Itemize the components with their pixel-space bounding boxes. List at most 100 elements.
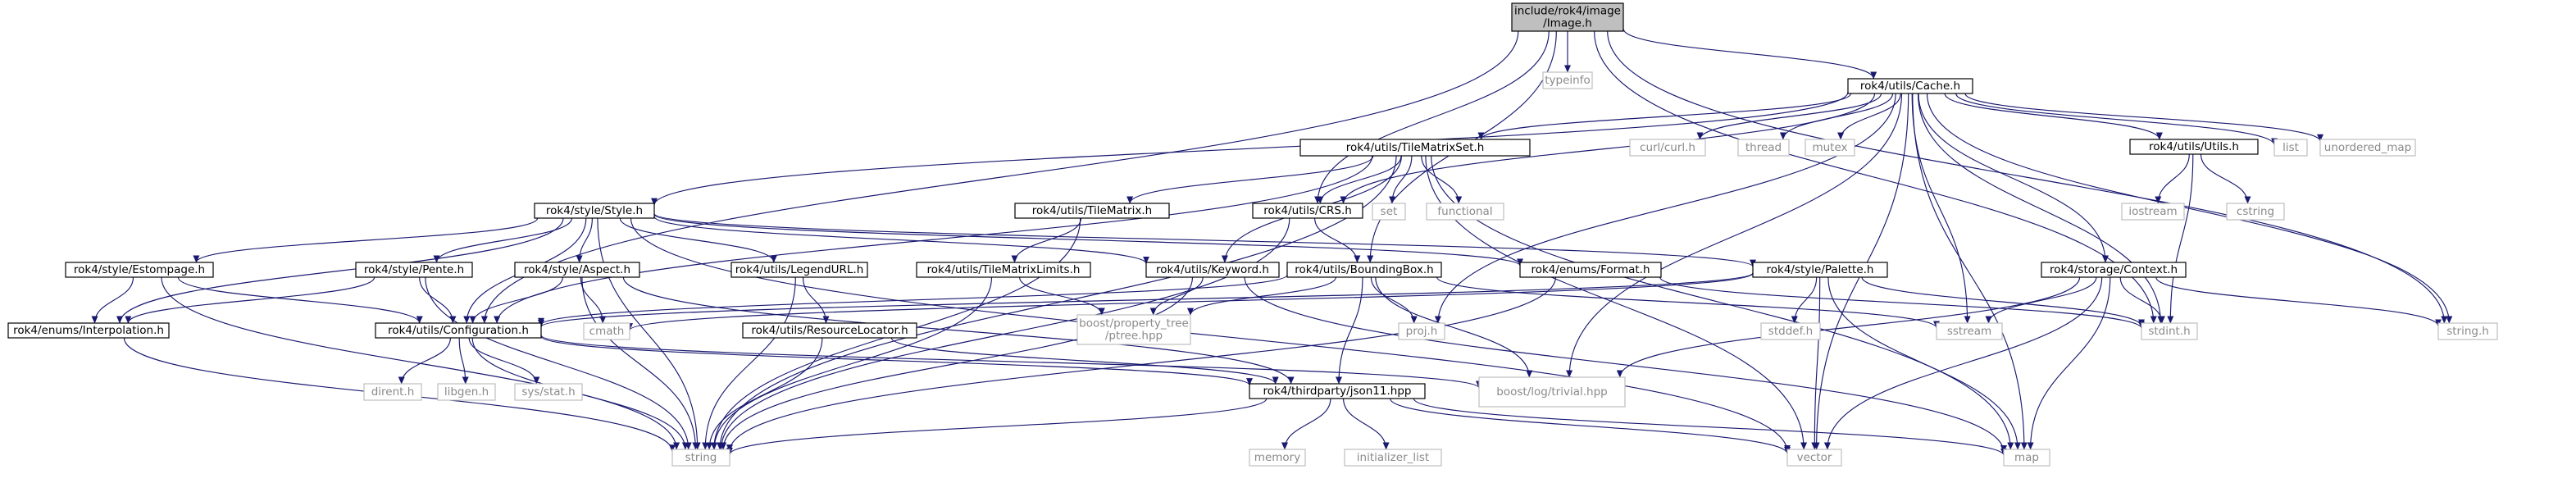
node-umap: unordered_map <box>2319 139 2416 157</box>
node-label-stddef: stddef.h <box>1768 325 1813 338</box>
node-box-aspect <box>514 262 640 278</box>
edge-bbox-to-projh <box>1370 276 1418 324</box>
edge-cache-to-thread <box>1779 93 1894 140</box>
edge-cache-to-mutex <box>1837 93 1901 140</box>
node-box-dirent <box>363 383 422 401</box>
node-map: map <box>2003 449 2050 467</box>
node-label-typeinfo: typeinfo <box>1545 74 1590 87</box>
edge-tilematrix-to-tmlimits <box>1011 217 1082 263</box>
node-box-interp <box>7 322 170 339</box>
edge-image-to-stringh <box>1607 30 2448 324</box>
node-label-dirent: dirent.h <box>371 385 415 399</box>
node-bbox[interactable]: rok4/utils/BoundingBox.h <box>1286 262 1442 278</box>
node-label-tmlimits: rok4/utils/TileMatrixLimits.h <box>927 263 1081 276</box>
edge-style-to-legend <box>619 217 777 263</box>
edge-tms-to-set <box>1389 155 1413 204</box>
node-box-ptree <box>1076 314 1191 345</box>
edge-cache-to-context <box>1918 93 2109 263</box>
node-tms[interactable]: rok4/utils/TileMatrixSet.h <box>1299 139 1531 157</box>
node-palette[interactable]: rok4/style/Palette.h <box>1752 262 1888 278</box>
node-memory: memory <box>1249 449 1306 467</box>
edge-cache-to-utils <box>1944 93 2163 140</box>
node-tmlimits[interactable]: rok4/utils/TileMatrixLimits.h <box>916 262 1091 278</box>
node-cstring: cstring <box>2226 203 2285 221</box>
edges-layer <box>91 28 2453 456</box>
node-box-tilematrix <box>1014 203 1170 219</box>
node-box-cache <box>1847 78 1973 94</box>
node-box-tms <box>1299 139 1531 157</box>
edge-keyword-to-ptree <box>1149 276 1204 316</box>
edge-image-to-config <box>480 30 1519 324</box>
edge-context-to-stdint <box>2119 276 2165 324</box>
node-legend[interactable]: rok4/utils/LegendURL.h <box>730 262 868 278</box>
node-keyword[interactable]: rok4/utils/Keyword.h <box>1145 262 1280 278</box>
node-aspect[interactable]: rok4/style/Aspect.h <box>514 262 640 278</box>
node-trivial: boost/log/trivial.hpp <box>1478 376 1626 408</box>
edge-tms-to-tilematrix <box>1126 155 1374 204</box>
node-tilematrix[interactable]: rok4/utils/TileMatrix.h <box>1014 203 1170 219</box>
node-label-bbox: rok4/utils/BoundingBox.h <box>1295 263 1433 276</box>
node-estompage[interactable]: rok4/style/Estompage.h <box>65 262 214 278</box>
node-cache[interactable]: rok4/utils/Cache.h <box>1847 78 1973 94</box>
node-label-context: rok4/storage/Context.h <box>2050 263 2178 276</box>
node-label-ptree: boost/property_tree <box>1079 317 1189 330</box>
node-label-set: set <box>1381 205 1398 218</box>
node-label-cache: rok4/utils/Cache.h <box>1860 80 1960 93</box>
edge-json-to-vector <box>1390 398 1791 454</box>
node-context[interactable]: rok4/storage/Context.h <box>2041 262 2187 278</box>
node-label-memory: memory <box>1254 451 1300 464</box>
edge-image-to-crs <box>1314 30 1550 204</box>
edge-style-to-vector <box>630 217 1791 453</box>
node-image: include/rok4/image/Image.h <box>1511 2 1624 32</box>
node-cmath: cmath <box>583 322 630 340</box>
edge-resloc-to-string <box>706 337 823 450</box>
edge-aspect-to-json <box>622 276 1295 385</box>
node-dirent: dirent.h <box>363 383 422 401</box>
node-json[interactable]: rok4/thirdparty/json11.hpp <box>1249 383 1426 399</box>
edge-aspect-to-config <box>469 276 563 324</box>
edge-pente-to-interp <box>125 276 375 324</box>
node-interp[interactable]: rok4/enums/Interpolation.h <box>7 322 170 339</box>
node-label-image: /Image.h <box>1543 17 1592 30</box>
edge-cache-to-tms <box>1477 93 1852 140</box>
node-label-vector: vector <box>1797 451 1832 464</box>
node-stdint: stdint.h <box>2141 322 2198 340</box>
edge-tmlimits-to-ptree <box>1019 276 1105 316</box>
node-style[interactable]: rok4/style/Style.h <box>534 203 655 219</box>
edge-utils-to-iostream <box>2155 153 2190 204</box>
edge-resloc-to-json <box>890 337 1279 385</box>
edge-cache-to-projh <box>1434 93 1896 324</box>
edge-legend-to-string <box>702 276 796 450</box>
node-label-style: rok4/style/Style.h <box>546 204 643 217</box>
node-label-cmath: cmath <box>589 325 625 338</box>
edge-json-to-memory <box>1281 398 1331 450</box>
node-pente[interactable]: rok4/style/Pente.h <box>355 262 473 278</box>
node-label-umap: unordered_map <box>2324 141 2411 154</box>
node-typeinfo: typeinfo <box>1542 71 1593 89</box>
node-utils[interactable]: rok4/utils/Utils.h <box>2129 139 2259 155</box>
node-box-vector <box>1786 449 1842 467</box>
node-box-memory <box>1249 449 1306 467</box>
node-box-bbox <box>1286 262 1442 278</box>
node-box-mutex <box>1805 139 1855 157</box>
node-box-legend <box>730 262 868 278</box>
edge-image-to-stdint <box>1594 30 2157 324</box>
edge-style-to-interp <box>116 217 564 324</box>
edge-image-to-cache <box>1623 28 1877 80</box>
nodes-layer: include/rok4/image/Image.h typeinfo rok4/u… <box>7 2 2498 467</box>
node-crs[interactable]: rok4/utils/CRS.h <box>1252 203 1363 219</box>
node-label-map: map <box>2014 451 2039 464</box>
node-label-thread: thread <box>1745 141 1782 154</box>
node-resloc[interactable]: rok4/utils/ResourceLocator.h <box>742 322 917 339</box>
node-format[interactable]: rok4/enums/Format.h <box>1519 262 1662 278</box>
node-box-stdint <box>2141 322 2198 340</box>
node-list: list <box>2273 139 2308 157</box>
node-label-image: include/rok4/image <box>1514 5 1621 18</box>
node-box-tmlimits <box>916 262 1091 278</box>
node-label-libgen: libgen.h <box>444 385 489 399</box>
node-box-cstring <box>2226 203 2285 221</box>
node-stddef: stddef.h <box>1760 322 1821 340</box>
node-box-keyword <box>1145 262 1280 278</box>
edge-estompage-to-config <box>177 276 423 324</box>
node-config[interactable]: rok4/utils/Configuration.h <box>375 322 542 339</box>
